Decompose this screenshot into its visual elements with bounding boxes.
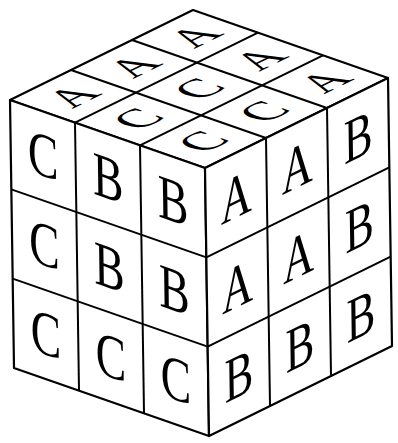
grid-line <box>75 123 79 391</box>
grid-line <box>140 145 144 413</box>
cube-face: AAACCACCA <box>10 10 388 168</box>
cube-letter: B <box>330 257 392 376</box>
cube-letter: B <box>141 235 207 347</box>
cube-letter: A <box>267 197 329 316</box>
cube-letter: C <box>143 324 209 436</box>
cube-letter: B <box>269 287 331 406</box>
grid-line <box>327 108 331 376</box>
cube-letter: B <box>328 167 390 286</box>
cube-letter: C <box>13 279 79 391</box>
cube-letter: B <box>75 123 141 235</box>
cube-letter: A <box>206 227 268 346</box>
cube-letter: C <box>78 301 144 413</box>
cube-letter: C <box>10 100 76 212</box>
cube-letter: B <box>208 317 270 436</box>
cube-letter: B <box>76 212 142 324</box>
grid-line <box>266 138 270 406</box>
cube-letter: B <box>140 145 206 257</box>
cube-letter: C <box>11 189 77 301</box>
